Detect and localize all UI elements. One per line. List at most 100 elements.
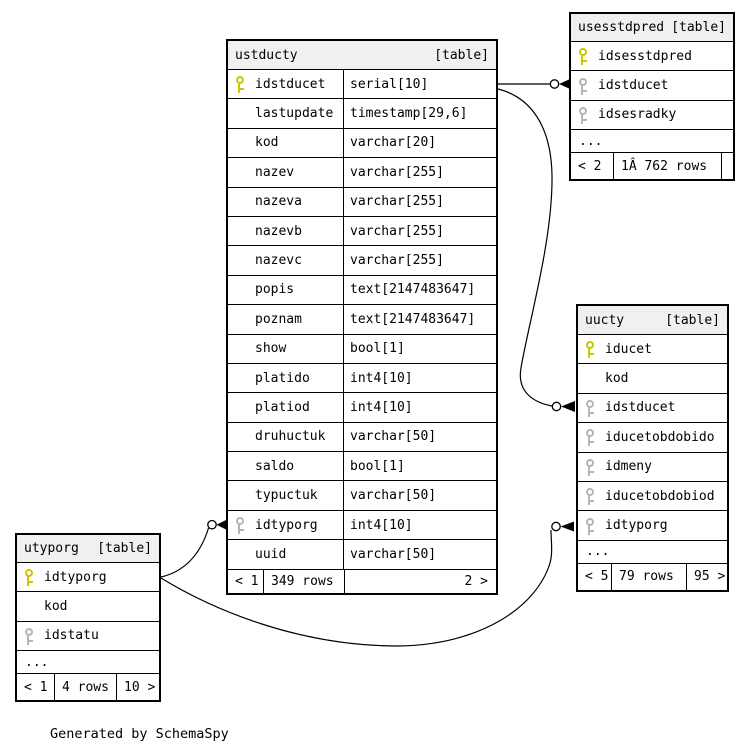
ellipsis-label: ... bbox=[579, 133, 603, 149]
column-row: iducetobdobiod bbox=[578, 482, 727, 512]
foreign-key-icon bbox=[585, 517, 596, 535]
pager-next: 95 > bbox=[694, 569, 726, 585]
column-name: iducet bbox=[605, 341, 652, 357]
table-node-usesstdpred[interactable]: usesstdpred [table] idsesstdpred idstduc… bbox=[569, 12, 735, 182]
column-type: varchar[255] bbox=[350, 194, 444, 210]
table-header[interactable]: uucty [table] bbox=[578, 306, 727, 335]
pager-row: < 1 349 rows 2 > bbox=[228, 569, 496, 593]
column-name: saldo bbox=[255, 458, 295, 474]
column-row: lastupdate timestamp[29,6] bbox=[228, 99, 496, 129]
column-name: nazevc bbox=[255, 253, 302, 269]
relation-utyporg-ustducty bbox=[160, 527, 210, 578]
foreign-key-icon bbox=[585, 428, 596, 447]
column-name: platido bbox=[255, 370, 310, 386]
table-node-utyporg[interactable]: utyporg [table] idtyporg kod idstatu ...… bbox=[15, 533, 161, 703]
pager-row: < 5 79 rows 95 > bbox=[578, 563, 727, 590]
column-name: nazevb bbox=[255, 223, 302, 239]
table-header[interactable]: ustducty [table] bbox=[228, 41, 496, 70]
column-name: idmeny bbox=[605, 459, 652, 475]
column-type: varchar[255] bbox=[350, 223, 444, 239]
column-name: idstducet bbox=[255, 76, 326, 92]
more-columns-ellipsis: ... bbox=[17, 651, 159, 675]
column-row: poznam text[2147483647] bbox=[228, 305, 496, 335]
column-name: druhuctuk bbox=[255, 429, 326, 445]
column-type: serial[10] bbox=[350, 76, 429, 92]
column-row: idsesstdpred bbox=[571, 42, 733, 72]
table-name[interactable]: ustducty bbox=[235, 47, 298, 63]
column-name: idsesstdpred bbox=[598, 48, 692, 64]
table-node-uucty[interactable]: uucty [table] iducet kod idstducet iduce… bbox=[576, 304, 729, 592]
ellipsis-label: ... bbox=[586, 544, 610, 560]
column-type: varchar[255] bbox=[350, 164, 444, 180]
table-badge: [table] bbox=[671, 20, 726, 35]
column-row: saldo bool[1] bbox=[228, 452, 496, 482]
foreign-key-icon bbox=[578, 106, 589, 124]
pager-row: < 2 1Â 762 rows bbox=[571, 153, 733, 180]
column-name: popis bbox=[255, 282, 295, 298]
table-name[interactable]: utyporg bbox=[24, 541, 79, 556]
primary-key-icon bbox=[235, 75, 246, 94]
column-row: idmeny bbox=[578, 453, 727, 482]
relation-ustducty-uucty bbox=[497, 88, 553, 407]
pager-prev: < 2 bbox=[571, 153, 614, 180]
column-row: show bool[1] bbox=[228, 334, 496, 364]
pager-next: 10 > bbox=[124, 679, 156, 695]
table-badge: [table] bbox=[97, 541, 152, 556]
column-name: nazev bbox=[255, 164, 295, 180]
column-type: varchar[50] bbox=[350, 429, 437, 445]
column-row: popis text[2147483647] bbox=[228, 275, 496, 306]
foreign-key-icon bbox=[585, 399, 596, 417]
column-name: idtyporg bbox=[255, 517, 318, 533]
table-name[interactable]: uucty bbox=[585, 312, 625, 328]
generated-by-credit: Generated by SchemaSpy bbox=[50, 726, 229, 742]
column-name: kod bbox=[605, 371, 629, 387]
column-row: idsesradky bbox=[571, 101, 733, 131]
more-columns-ellipsis: ... bbox=[571, 130, 733, 154]
column-type: timestamp[29,6] bbox=[350, 106, 468, 122]
column-name: idstducet bbox=[598, 78, 669, 94]
column-row: typuctuk varchar[50] bbox=[228, 481, 496, 511]
column-type: varchar[50] bbox=[350, 546, 437, 562]
column-name: kod bbox=[44, 599, 68, 615]
pager-prev: < 5 bbox=[578, 563, 612, 590]
table-header[interactable]: usesstdpred [table] bbox=[571, 14, 733, 42]
foreign-key-icon bbox=[235, 516, 246, 535]
column-name: iducetobdobido bbox=[605, 429, 715, 445]
column-type: bool[1] bbox=[350, 458, 405, 474]
column-row: kod bbox=[17, 592, 159, 622]
column-name: lastupdate bbox=[255, 106, 334, 122]
primary-key-icon bbox=[578, 47, 589, 66]
column-name: idtyporg bbox=[44, 569, 107, 585]
column-row: idstducet serial[10] bbox=[228, 70, 496, 100]
column-name: idstatu bbox=[44, 628, 99, 644]
column-type: int4[10] bbox=[350, 517, 413, 533]
table-node-ustducty[interactable]: ustducty [table] idstducet serial[10] la… bbox=[226, 39, 498, 595]
column-type: varchar[20] bbox=[350, 135, 437, 151]
foreign-key-icon bbox=[24, 627, 35, 645]
column-name: platiod bbox=[255, 399, 310, 415]
column-type: varchar[50] bbox=[350, 488, 437, 504]
column-row: nazev varchar[255] bbox=[228, 158, 496, 188]
foreign-key-icon bbox=[585, 487, 596, 506]
column-name: idsesradky bbox=[598, 107, 677, 123]
column-row: nazevc varchar[255] bbox=[228, 246, 496, 276]
pager-next bbox=[722, 153, 733, 179]
column-row: iducetobdobido bbox=[578, 423, 727, 453]
column-row: kod varchar[20] bbox=[228, 128, 496, 159]
column-row: idtyporg bbox=[17, 563, 159, 593]
column-row: nazevb varchar[255] bbox=[228, 216, 496, 247]
column-name: typuctuk bbox=[255, 488, 318, 504]
column-name: kod bbox=[255, 135, 279, 151]
column-row: idtyporg bbox=[578, 511, 727, 541]
table-name[interactable]: usesstdpred bbox=[578, 20, 665, 35]
column-type: int4[10] bbox=[350, 399, 413, 415]
pager-row-count: 4 rows bbox=[55, 674, 117, 701]
column-row: idtyporg int4[10] bbox=[228, 510, 496, 541]
column-row: nazeva varchar[255] bbox=[228, 187, 496, 217]
column-name: iducetobdobiod bbox=[605, 488, 715, 504]
column-row: uuid varchar[50] bbox=[228, 540, 496, 570]
pager-row: < 1 4 rows 10 > bbox=[17, 674, 159, 701]
table-header[interactable]: utyporg [table] bbox=[17, 535, 159, 563]
column-row: platido int4[10] bbox=[228, 363, 496, 394]
